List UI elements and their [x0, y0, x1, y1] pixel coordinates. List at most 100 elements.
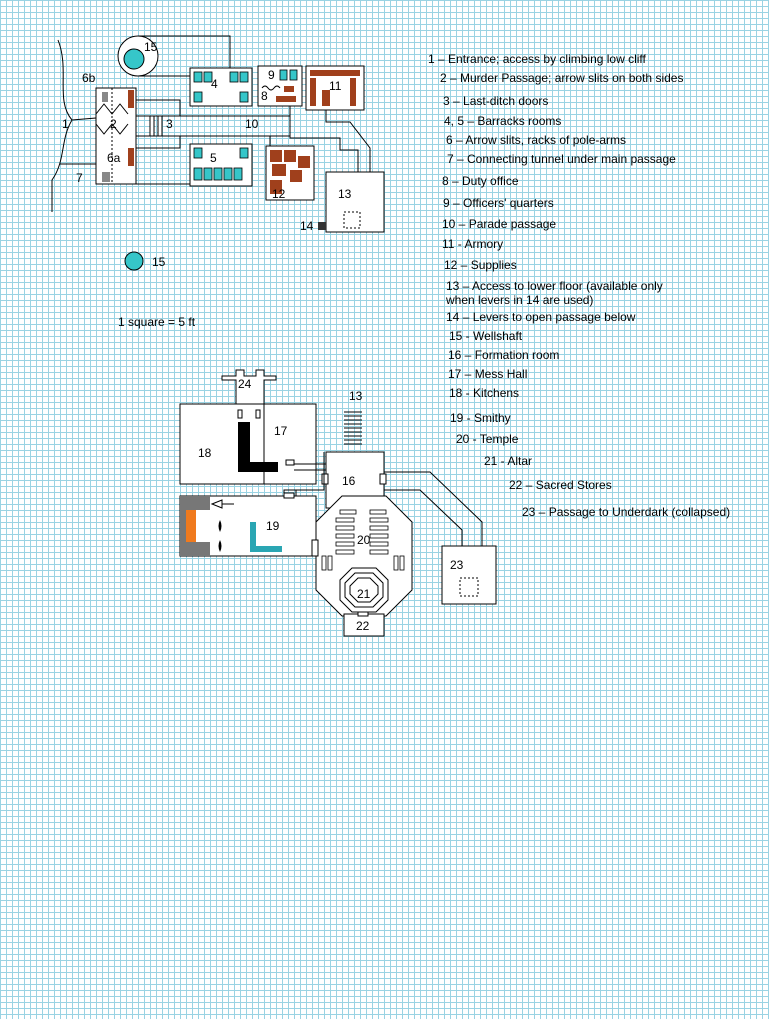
legend-item-17: 17 – Mess Hall: [448, 367, 528, 381]
legend-item-9: 9 – Officers' quarters: [443, 196, 554, 210]
passage-24: [221, 369, 277, 405]
legend-item-4-5: 4, 5 – Barracks rooms: [444, 114, 562, 128]
door-24-b: [255, 409, 261, 419]
scale-note: 1 square = 5 ft: [118, 315, 196, 329]
kitchen-counter: [238, 422, 278, 472]
label-13: 13: [338, 187, 352, 201]
stairs-6b: [102, 92, 108, 102]
forge-fire: [186, 510, 196, 542]
beds-room-9: [279, 69, 298, 81]
pole-arm-rack-6a: [128, 148, 134, 166]
label-18: 18: [198, 446, 212, 460]
pole-arm-rack-6b: [128, 90, 134, 108]
label-1: 1: [62, 117, 69, 131]
legend-item-3: 3 – Last-ditch doors: [443, 94, 549, 108]
supply-crates: [270, 150, 310, 194]
arrow-slits-top: [95, 103, 129, 115]
passage-to-13a: [289, 116, 359, 172]
label-9: 9: [268, 68, 275, 82]
label-21: 21: [357, 587, 371, 601]
legend-item-13-cont: when levers in 14 are used): [446, 293, 594, 307]
label-3: 3: [166, 117, 173, 131]
room-23-underdark: [441, 545, 497, 605]
legend-item-2: 2 – Murder Passage; arrow slits on both …: [440, 71, 684, 85]
room-13-access: [325, 171, 385, 233]
beds-room-5: [193, 147, 249, 181]
upper-level-map: [51, 35, 385, 271]
legend-item-22: 22 – Sacred Stores: [509, 478, 612, 492]
label-20: 20: [357, 533, 371, 547]
stairs-13: [344, 411, 362, 445]
label-19: 19: [266, 519, 280, 533]
label-24: 24: [238, 377, 252, 391]
label-15-lower: 15: [152, 255, 166, 269]
collapsed-passage: [459, 577, 479, 597]
cliff-spur: [71, 117, 97, 121]
legend-item-8: 8 – Duty office: [442, 174, 519, 188]
lower-level-map: [179, 369, 497, 637]
door-16-west: [321, 473, 329, 485]
quench-drop-b: [218, 540, 222, 552]
legend-item-15: 15 - Wellshaft: [449, 329, 523, 343]
quench-drop-a: [218, 520, 222, 532]
legend-item-20: 20 - Temple: [456, 432, 519, 446]
tunnel-7: [60, 163, 190, 185]
arrow-slits-bottom: [95, 123, 129, 135]
legend-item-23: 23 – Passage to Underdark (collapsed): [522, 505, 731, 519]
door-19: [283, 492, 295, 499]
corridor-to-4: [135, 99, 181, 116]
door-22: [357, 611, 369, 617]
label-6b: 6b: [82, 71, 96, 85]
legend-item-11: 11 - Armory: [442, 237, 504, 251]
label-23: 23: [450, 558, 464, 572]
legend-item-14: 14 – Levers to open passage below: [446, 310, 636, 324]
door-16-east: [379, 473, 387, 485]
legend-item-19: 19 - Smithy: [450, 411, 511, 425]
passage-23: [384, 471, 483, 546]
legend-item-18: 18 - Kitchens: [449, 386, 520, 400]
label-17: 17: [274, 424, 288, 438]
label-22: 22: [356, 619, 370, 633]
altar-inner-step: [349, 577, 379, 603]
duty-office-desk: [261, 85, 281, 91]
label-6a: 6a: [107, 151, 121, 165]
legend-item-21: 21 - Altar: [484, 454, 533, 468]
legend-item-7: 7 – Connecting tunnel under main passage: [447, 152, 676, 166]
legend-item-16: 16 – Formation room: [448, 348, 560, 362]
legend-item-1: 1 – Entrance; access by climbing low cli…: [428, 52, 646, 66]
label-4: 4: [211, 77, 218, 91]
corridor-to-5: [135, 136, 181, 149]
door-20: [311, 539, 319, 557]
duty-office-table: [276, 96, 296, 102]
label-12: 12: [272, 187, 286, 201]
passage-from-11: [325, 110, 371, 172]
label-14: 14: [300, 219, 314, 233]
wellshaft-lower: [124, 251, 144, 271]
legend-item-6: 6 – Arrow slits, racks of pole-arms: [446, 133, 627, 147]
armory-racks: [310, 70, 360, 106]
label-11: 11: [329, 79, 342, 93]
legend-item-13: 13 – Access to lower floor (available on…: [446, 279, 663, 293]
duty-office-chest: [284, 86, 294, 92]
label-5: 5: [210, 151, 217, 165]
label-13-lower: 13: [349, 389, 363, 403]
stairs-6a: [102, 172, 110, 182]
lower-floor-trapdoor: [343, 211, 361, 229]
legend-item-12: 12 – Supplies: [444, 258, 517, 272]
wellshaft-top: [123, 48, 145, 70]
levers-14: [318, 222, 326, 230]
passage-17-16: [294, 463, 326, 471]
label-10: 10: [245, 117, 259, 131]
label-16: 16: [342, 474, 356, 488]
door-24-a: [237, 409, 243, 419]
corridor-3: [136, 115, 210, 137]
label-8: 8: [261, 89, 268, 103]
door-3a: [149, 115, 155, 137]
door-17: [285, 459, 295, 466]
temple-pews: [321, 509, 405, 571]
legend-item-10: 10 – Parade passage: [442, 217, 557, 231]
label-2: 2: [110, 117, 117, 131]
label-15-top: 15: [144, 40, 158, 54]
anvil-bench: [250, 522, 282, 552]
